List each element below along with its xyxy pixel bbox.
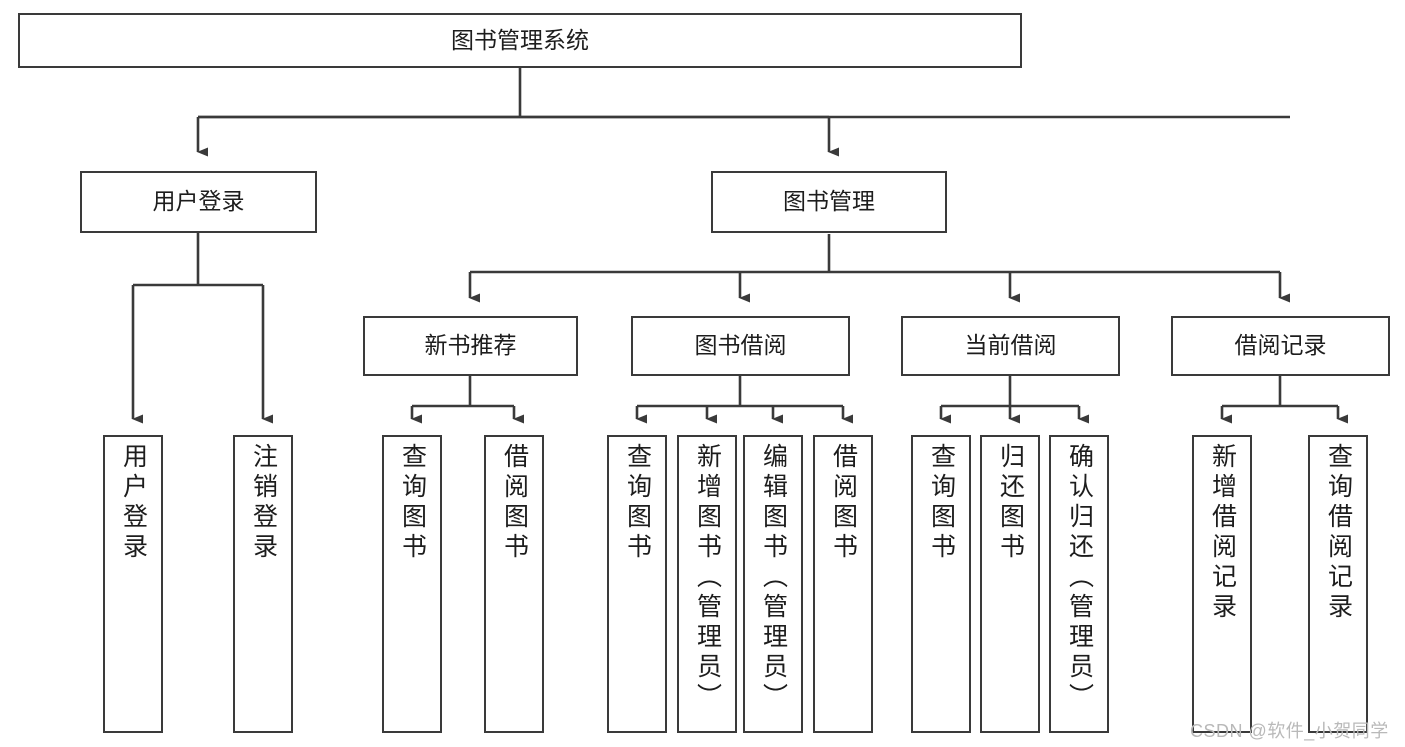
node-book-management-label: 图书管理 bbox=[783, 188, 875, 215]
leaf-label: 注销登录 bbox=[249, 443, 278, 563]
leaf-user-login-signin[interactable]: 用户登录 bbox=[103, 435, 163, 733]
leaf-label: 查询图书 bbox=[398, 443, 427, 563]
leaf-label: 查询图书 bbox=[623, 443, 652, 563]
leaf-user-login-signout[interactable]: 注销登录 bbox=[233, 435, 293, 733]
node-borrow-record-label: 借阅记录 bbox=[1234, 332, 1327, 359]
leaf-label: 查询借阅记录 bbox=[1324, 443, 1353, 623]
node-root[interactable]: 图书管理系统 bbox=[18, 13, 1022, 68]
leaf-record-add[interactable]: 新增借阅记录 bbox=[1192, 435, 1252, 733]
leaf-label: 归还图书 bbox=[996, 443, 1025, 563]
leaf-label: 确认归还（管理员） bbox=[1065, 443, 1094, 713]
leaf-label: 新增借阅记录 bbox=[1208, 443, 1237, 623]
leaf-label: 借阅图书 bbox=[829, 443, 858, 563]
leaf-label: 用户登录 bbox=[119, 443, 148, 563]
node-book-management[interactable]: 图书管理 bbox=[711, 171, 947, 233]
node-new-book-recommend[interactable]: 新书推荐 bbox=[363, 316, 578, 376]
node-user-login-label: 用户登录 bbox=[152, 188, 245, 215]
watermark: CSDN @软件_小贺同学 bbox=[1190, 721, 1389, 741]
node-book-borrow[interactable]: 图书借阅 bbox=[631, 316, 850, 376]
node-borrow-record[interactable]: 借阅记录 bbox=[1171, 316, 1390, 376]
node-root-label: 图书管理系统 bbox=[451, 26, 589, 53]
leaf-new-book-borrow[interactable]: 借阅图书 bbox=[484, 435, 544, 733]
node-new-book-recommend-label: 新书推荐 bbox=[424, 332, 517, 359]
leaf-borrow-edit-book-admin[interactable]: 编辑图书（管理员） bbox=[743, 435, 803, 733]
node-book-borrow-label: 图书借阅 bbox=[694, 332, 787, 359]
leaf-label: 编辑图书（管理员） bbox=[759, 443, 788, 713]
node-user-login[interactable]: 用户登录 bbox=[80, 171, 317, 233]
node-current-borrow-label: 当前借阅 bbox=[964, 332, 1057, 359]
leaf-label: 查询图书 bbox=[927, 443, 956, 563]
leaf-label: 新增图书（管理员） bbox=[693, 443, 722, 713]
leaf-current-confirm-return-admin[interactable]: 确认归还（管理员） bbox=[1049, 435, 1109, 733]
leaf-borrow-query-book[interactable]: 查询图书 bbox=[607, 435, 667, 733]
leaf-new-book-query[interactable]: 查询图书 bbox=[382, 435, 442, 733]
leaf-current-query-book[interactable]: 查询图书 bbox=[911, 435, 971, 733]
leaf-label: 借阅图书 bbox=[500, 443, 529, 563]
leaf-borrow-borrow-book[interactable]: 借阅图书 bbox=[813, 435, 873, 733]
node-current-borrow[interactable]: 当前借阅 bbox=[901, 316, 1120, 376]
leaf-current-return-book[interactable]: 归还图书 bbox=[980, 435, 1040, 733]
leaf-borrow-add-book-admin[interactable]: 新增图书（管理员） bbox=[677, 435, 737, 733]
leaf-record-query[interactable]: 查询借阅记录 bbox=[1308, 435, 1368, 733]
